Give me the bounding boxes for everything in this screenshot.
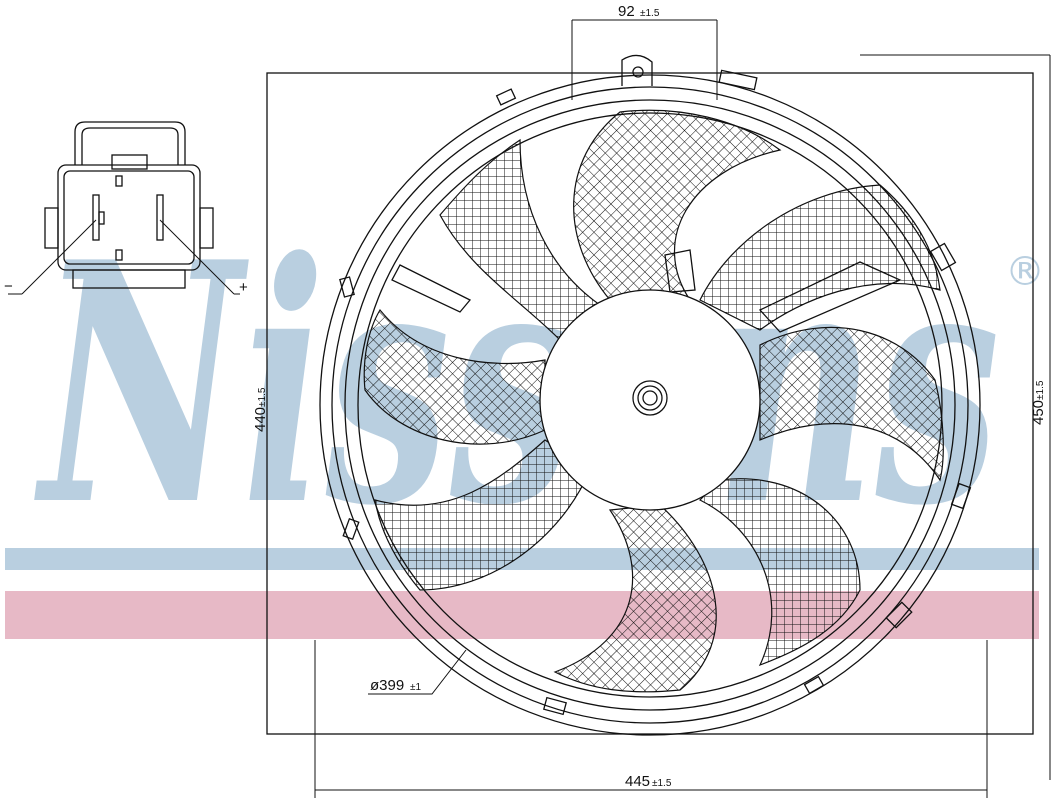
hub-center-inner bbox=[642, 390, 658, 406]
dimension-bottom: 445 ±1.5 bbox=[314, 640, 988, 798]
dim-right-tol: ±1.5 bbox=[1035, 380, 1046, 400]
electrical-connector: − + bbox=[4, 121, 248, 296]
shroud-outer-ring bbox=[319, 74, 981, 736]
dimension-diameter: ø399 ±1 bbox=[368, 649, 467, 695]
rim-clips bbox=[339, 69, 972, 716]
dimension-top: 92 ±1.5 bbox=[571, 3, 718, 100]
terminal-plus bbox=[156, 194, 164, 241]
fan-blade-3 bbox=[759, 326, 944, 482]
dim-right-value: 450 bbox=[1030, 400, 1047, 425]
fan-blade-8 bbox=[439, 138, 601, 341]
dim-top-value: 92 bbox=[618, 3, 635, 20]
fan-blade-6 bbox=[374, 439, 591, 591]
shroud-ring-3 bbox=[344, 99, 956, 711]
dim-left-label: 440±1.5 bbox=[252, 387, 269, 432]
hub-center-outer bbox=[632, 380, 668, 416]
shroud-ring-2 bbox=[331, 86, 969, 724]
shroud-frame bbox=[266, 72, 1034, 735]
connector-key bbox=[111, 154, 148, 170]
dim-bottom-value: 445 bbox=[625, 773, 650, 790]
hub-center-mid bbox=[637, 385, 663, 411]
top-mount-lug bbox=[621, 54, 653, 86]
dimension-right: 450±1.5 bbox=[860, 54, 1051, 780]
dim-diameter-value: ø399 bbox=[370, 677, 404, 694]
dim-diameter-tol: ±1 bbox=[410, 682, 421, 693]
dimension-left: 440±1.5 bbox=[252, 387, 269, 432]
fan-unit bbox=[319, 54, 981, 736]
motor-hub bbox=[539, 289, 761, 511]
registered-mark: ® bbox=[1005, 249, 1045, 295]
dim-left-value: 440 bbox=[252, 407, 269, 432]
fan-blade-1 bbox=[573, 109, 782, 301]
dim-right-label: 450±1.5 bbox=[1030, 380, 1047, 425]
plus-terminal-label: + bbox=[239, 279, 248, 296]
watermark-stripe-red bbox=[5, 591, 1039, 639]
motor-struts bbox=[391, 249, 902, 333]
minus-terminal-label: − bbox=[4, 278, 13, 295]
dim-left-tol: ±1.5 bbox=[257, 387, 268, 407]
connector-latch bbox=[74, 121, 186, 165]
fan-blade-7 bbox=[363, 308, 546, 445]
dim-bottom-tol: ±1.5 bbox=[652, 778, 672, 789]
fan-blade-5 bbox=[553, 504, 717, 693]
fan-blades bbox=[363, 109, 944, 693]
fan-blade-2 bbox=[699, 184, 941, 331]
dim-top-tol: ±1.5 bbox=[640, 8, 660, 19]
fan-blade-4 bbox=[698, 478, 861, 667]
